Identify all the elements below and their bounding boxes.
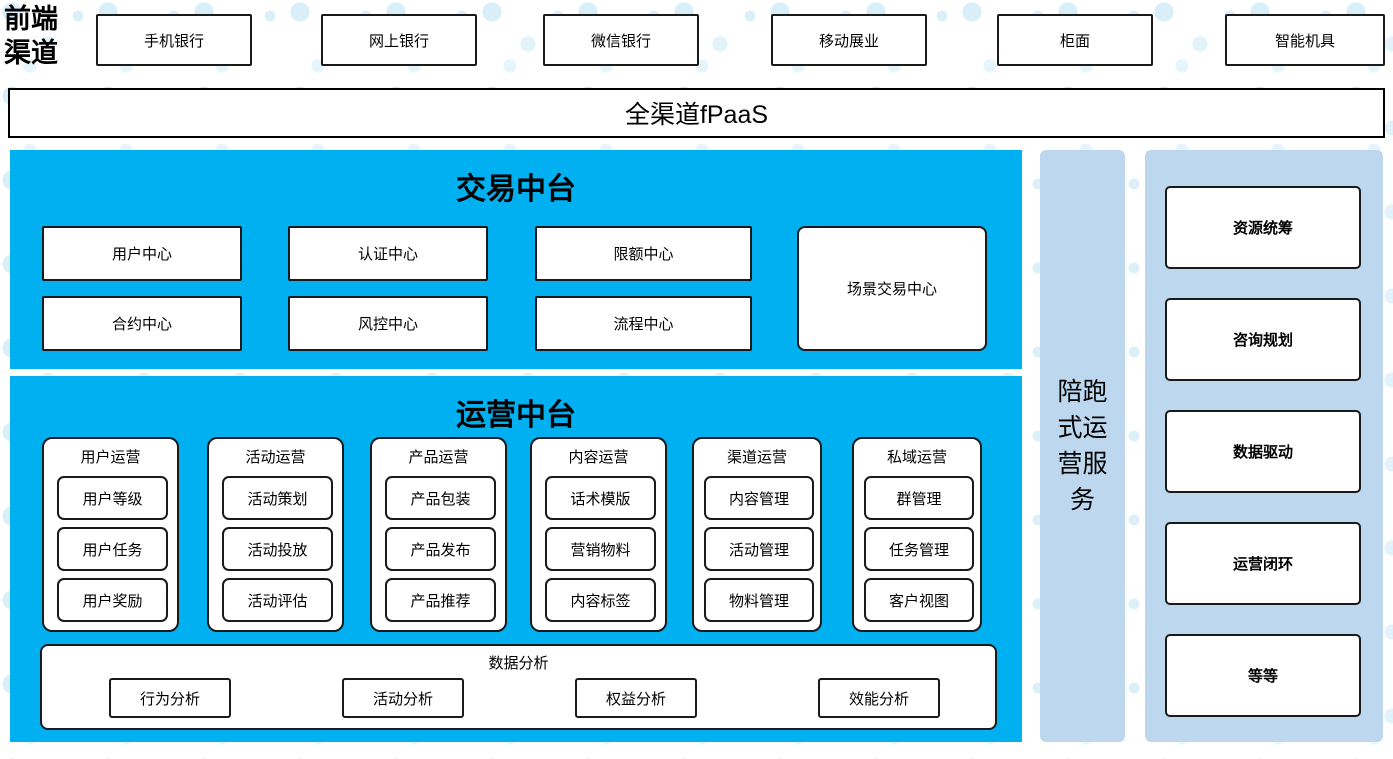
ops-group-content-operations[interactable]: 内容运营 话术模版 营销物料 内容标签: [530, 437, 667, 632]
transaction-item-auth-center[interactable]: 认证中心: [288, 226, 488, 281]
channel-box-smart-machine[interactable]: 智能机具: [1225, 14, 1385, 66]
ops-sub-item[interactable]: 活动管理: [704, 527, 814, 571]
ops-sub-item[interactable]: 物料管理: [704, 578, 814, 622]
transaction-item-risk-center[interactable]: 风控中心: [288, 296, 488, 351]
analysis-item-campaign[interactable]: 活动分析: [342, 678, 464, 718]
ops-group-title: 内容运营: [568, 449, 629, 466]
channel-label: 网上银行: [368, 32, 429, 50]
ops-group-user-operations[interactable]: 用户运营 用户等级 用户任务 用户奖励: [42, 437, 179, 632]
ops-sub-item[interactable]: 营销物料: [545, 527, 656, 571]
channel-label: 智能机具: [1274, 32, 1335, 50]
channel-box-mobile-business[interactable]: 移动展业: [771, 14, 927, 66]
service-box-consulting-planning[interactable]: 咨询规划: [1165, 298, 1361, 381]
ops-group-title: 用户运营: [80, 449, 141, 466]
ops-group-title: 活动运营: [245, 449, 306, 466]
ops-sub-item[interactable]: 产品包装: [385, 476, 496, 520]
omnichannel-fpaas-bar[interactable]: 全渠道fPaaS: [8, 88, 1385, 138]
ops-group-title: 渠道运营: [726, 449, 787, 466]
transaction-item-label: 场景交易中心: [846, 281, 937, 298]
ops-sub-item[interactable]: 群管理: [864, 476, 974, 520]
transaction-item-label: 合约中心: [111, 316, 172, 333]
ops-group-campaign-operations[interactable]: 活动运营 活动策划 活动投放 活动评估: [207, 437, 344, 632]
front-channel-label: 前端 渠道: [4, 2, 90, 74]
channel-label: 移动展业: [818, 32, 879, 50]
companion-service-label: 陪跑式运营服务: [1057, 378, 1108, 514]
front-channel-label-line1: 前端: [4, 4, 58, 34]
transaction-item-process-center[interactable]: 流程中心: [535, 296, 752, 351]
data-analysis-title: 数据分析: [488, 655, 549, 672]
channel-label: 微信银行: [590, 32, 651, 50]
ops-sub-item[interactable]: 产品发布: [385, 527, 496, 571]
service-box-operations-closed-loop[interactable]: 运营闭环: [1165, 522, 1361, 605]
ops-sub-item[interactable]: 活动投放: [222, 527, 333, 571]
fpaas-label: 全渠道fPaaS: [624, 101, 769, 129]
ops-sub-item[interactable]: 用户任务: [57, 527, 168, 571]
analysis-item-benefit[interactable]: 权益分析: [575, 678, 697, 718]
channel-box-online-bank[interactable]: 网上银行: [321, 14, 477, 66]
ops-sub-item[interactable]: 内容标签: [545, 578, 656, 622]
ops-sub-item[interactable]: 产品推荐: [385, 578, 496, 622]
companion-service-panel: 陪跑式运营服务: [1040, 150, 1125, 742]
service-box-data-driven[interactable]: 数据驱动: [1165, 410, 1361, 493]
transaction-item-label: 认证中心: [357, 246, 418, 263]
transaction-item-label: 流程中心: [613, 316, 674, 333]
channel-box-counter[interactable]: 柜面: [997, 14, 1153, 66]
transaction-item-label: 用户中心: [111, 246, 172, 263]
ops-sub-item[interactable]: 客户视图: [864, 578, 974, 622]
ops-sub-item[interactable]: 用户奖励: [57, 578, 168, 622]
service-box-label: 数据驱动: [1232, 444, 1293, 461]
transaction-item-label: 限额中心: [613, 246, 674, 263]
channel-label: 手机银行: [143, 32, 204, 50]
service-box-etc[interactable]: 等等: [1165, 634, 1361, 717]
service-box-label: 运营闭环: [1232, 556, 1293, 573]
data-analysis-card[interactable]: 数据分析 行为分析 活动分析 权益分析 效能分析: [40, 644, 997, 730]
service-box-label: 等等: [1247, 668, 1278, 685]
ops-group-channel-operations[interactable]: 渠道运营 内容管理 活动管理 物料管理: [692, 437, 822, 632]
service-box-label: 资源统筹: [1232, 220, 1293, 237]
transaction-item-scene-trade-center[interactable]: 场景交易中心: [797, 226, 987, 351]
service-box-resource-coordination[interactable]: 资源统筹: [1165, 186, 1361, 269]
transaction-item-label: 风控中心: [357, 316, 418, 333]
transaction-center-title: 交易中台: [456, 173, 576, 206]
operations-center-title: 运营中台: [456, 399, 576, 432]
ops-group-private-domain-operations[interactable]: 私域运营 群管理 任务管理 客户视图: [852, 437, 982, 632]
analysis-item-efficiency[interactable]: 效能分析: [818, 678, 940, 718]
ops-sub-item[interactable]: 内容管理: [704, 476, 814, 520]
front-channel-label-line2: 渠道: [4, 38, 58, 68]
ops-sub-item[interactable]: 话术模版: [545, 476, 656, 520]
ops-sub-item[interactable]: 任务管理: [864, 527, 974, 571]
channel-label: 柜面: [1059, 32, 1090, 50]
channel-box-mobile-bank[interactable]: 手机银行: [96, 14, 252, 66]
ops-group-product-operations[interactable]: 产品运营 产品包装 产品发布 产品推荐: [370, 437, 507, 632]
transaction-item-contract-center[interactable]: 合约中心: [42, 296, 242, 351]
transaction-item-limit-center[interactable]: 限额中心: [535, 226, 752, 281]
analysis-item-behavior[interactable]: 行为分析: [109, 678, 231, 718]
transaction-item-user-center[interactable]: 用户中心: [42, 226, 242, 281]
ops-group-title: 私域运营: [886, 449, 947, 466]
ops-group-title: 产品运营: [408, 449, 469, 466]
ops-sub-item[interactable]: 活动评估: [222, 578, 333, 622]
ops-sub-item[interactable]: 用户等级: [57, 476, 168, 520]
service-capabilities-panel: 资源统筹 咨询规划 数据驱动 运营闭环 等等: [1145, 150, 1383, 742]
service-box-label: 咨询规划: [1232, 332, 1293, 349]
channel-box-wechat-bank[interactable]: 微信银行: [543, 14, 699, 66]
ops-sub-item[interactable]: 活动策划: [222, 476, 333, 520]
